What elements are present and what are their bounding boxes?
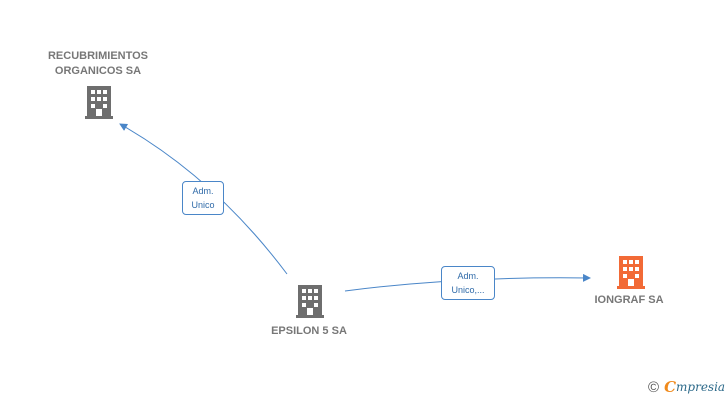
building-icon[interactable] (296, 285, 324, 318)
brand-initial: C (664, 378, 677, 396)
node-label-recubrimientos[interactable]: RECUBRIMIENTOS ORGANICOS SA (47, 50, 149, 77)
node-label-iongraf[interactable]: IONGRAF SA (594, 294, 664, 306)
building-icon[interactable] (85, 86, 113, 119)
building-icon[interactable] (617, 256, 645, 289)
edge-label-adm-unico-etc: Adm. Unico,... (441, 266, 495, 300)
copyright-icon: © (648, 378, 660, 396)
edge-label-adm-unico: Adm. Unico (182, 181, 224, 215)
brand-name: mpresia (676, 380, 726, 394)
node-label-epsilon[interactable]: EPSILON 5 SA (271, 325, 347, 337)
